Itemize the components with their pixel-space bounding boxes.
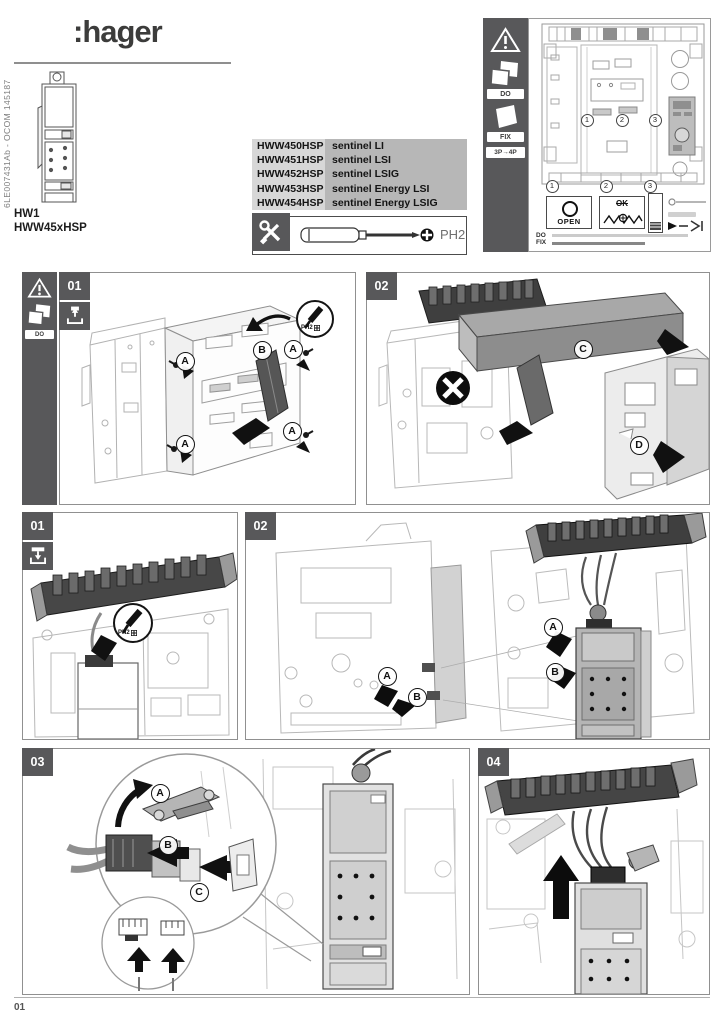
open-label: OPEN [557,217,581,226]
step3-illustration [30,552,237,739]
legend-spring-box: OK [599,196,645,229]
marker-3: 3 [648,113,662,127]
part-desc: sentinel Energy LSI [325,181,467,196]
phillips-size-label: PH2 [440,227,466,242]
document-reference: 6LE007431Ab - OCOM 145187 [2,79,12,208]
warning-icon [27,277,52,298]
do-progress-bar [552,234,688,237]
model-series: HWW45xHSP [14,222,87,234]
do-bar-label: DO [536,232,546,239]
parts-table: HWW450HSP sentinel LI HWW451HSP sentinel… [252,139,467,210]
breaker-front-drawing [541,23,705,185]
spring-ok-crossed-label: OK [616,199,628,208]
step6-number-badge: 04 [478,748,509,776]
tools-icon [252,213,290,251]
step5-number-badge: 03 [22,748,53,776]
rack-position-icon [650,222,661,230]
product-thumbnail-drawing [37,71,77,203]
fix-label: FIX [487,132,524,142]
step4-illustration [275,513,707,739]
part-ref: HWW454HSP [252,195,325,210]
marker-2: 2 [615,113,629,127]
table-row: HWW454HSP sentinel Energy LSIG [252,195,467,210]
table-row: HWW452HSP sentinel LSIG [252,167,467,182]
step1-number-badge: 01 [59,272,90,300]
ph2-screwdriver-icon: PH2 [296,300,334,338]
stacked-boxes-icon [491,61,518,87]
legend-open-box: OPEN [546,196,592,229]
callout-a: A [377,666,397,686]
fix-progress-bar [552,241,645,245]
insert-icon [22,542,53,570]
step4-number-badge: 02 [245,512,276,540]
step2-panel [366,272,710,505]
poles-label: 3P→4P [486,147,525,158]
legend-marker-2: 2 [599,179,613,193]
part-desc: sentinel Energy LSIG [325,195,467,210]
callout-a: A [543,617,563,637]
part-ref: HWW453HSP [252,181,325,196]
callout-b: B [252,340,272,360]
step3-panel [22,512,238,740]
step6-illustration [484,758,704,994]
part-desc: sentinel LSI [325,153,467,168]
callout-a: A [282,421,302,441]
step6-panel [478,748,710,995]
spring-icon [603,213,643,225]
part-ref: HWW451HSP [252,153,325,168]
legend-marker-1: 1 [545,179,559,193]
callout-d: D [629,435,649,455]
callout-a: A [175,434,195,454]
ph2-screwdriver-icon: PH2 [113,603,153,643]
callout-a: A [175,351,195,371]
step4-panel [245,512,710,740]
step1-illustration [81,305,314,484]
legend-marker-3: 3 [643,179,657,193]
extract-icon [59,302,90,330]
page-number: 01 [14,1002,26,1013]
callout-b: B [545,662,565,682]
legend-rack-box [648,193,663,233]
step2-number-badge: 02 [366,272,397,300]
part-desc: sentinel LI [325,139,467,154]
model-name: HW1 [14,208,40,220]
screwdriver-icon [300,227,434,243]
callout-c: C [573,339,593,359]
callout-a: A [150,783,170,803]
fix-bar-label: FIX [536,239,547,246]
part-desc: sentinel LSIG [325,167,467,182]
callout-c: C [189,882,209,902]
cube-icon [496,105,517,128]
step2-illustration [378,278,709,500]
step5-illustration [66,749,458,991]
warning-icon [490,27,521,52]
part-ref: HWW450HSP [252,139,325,154]
step5-panel [22,748,470,995]
callout-b: B [407,687,427,707]
do-label: DO [487,89,524,99]
rack-legend-symbols [668,198,706,232]
marker-1: 1 [580,113,594,127]
table-row: HWW450HSP sentinel LI [252,139,467,154]
open-position-icon [562,201,578,217]
part-ref: HWW452HSP [252,167,325,182]
stacked-boxes-icon [28,304,51,326]
callout-b: B [158,835,178,855]
do-label: DO [25,330,54,339]
table-row: HWW453HSP sentinel Energy LSI [252,181,467,196]
footer-divider [14,997,710,998]
callout-a: A [283,339,303,359]
header-divider [14,62,231,64]
table-row: HWW451HSP sentinel LSI [252,153,467,168]
step3-number-badge: 01 [22,512,53,540]
hager-logo: :hager [73,14,163,49]
